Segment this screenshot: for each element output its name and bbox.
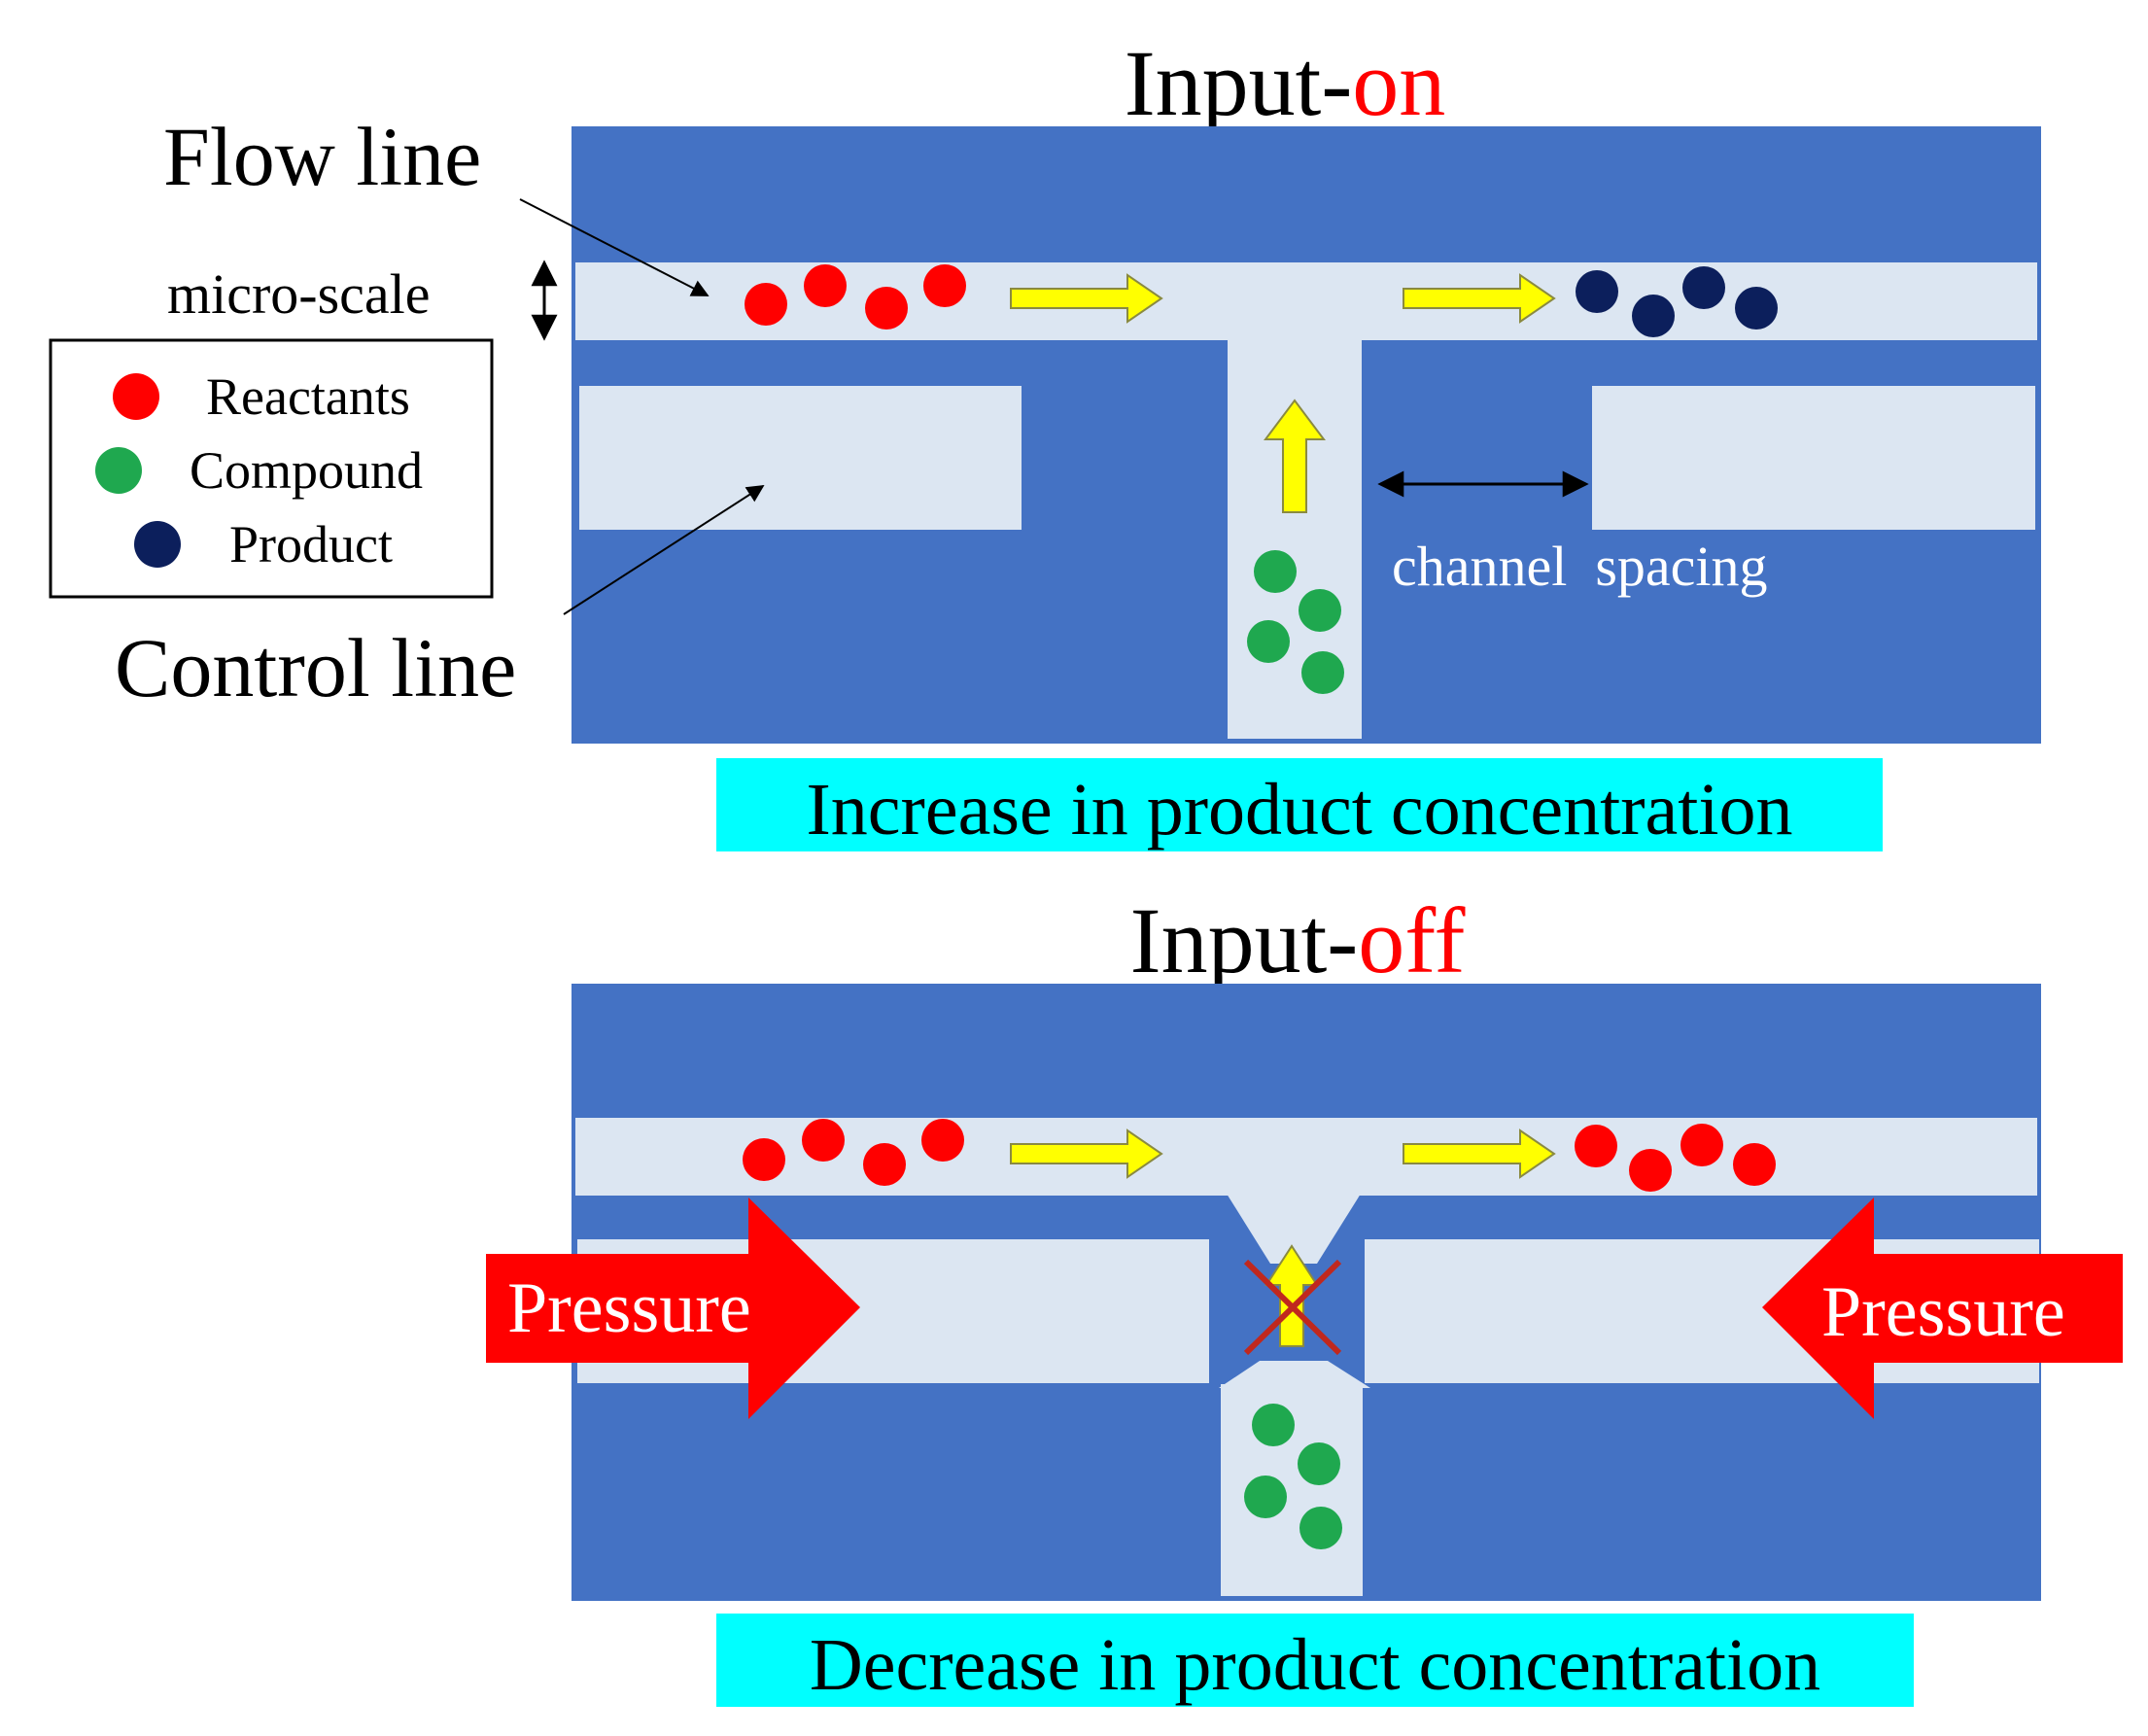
product-dot — [1632, 295, 1675, 337]
compound-dot — [1252, 1404, 1295, 1446]
product-dot — [1682, 266, 1725, 309]
reactants-bottom-out — [1575, 1124, 1776, 1192]
micro-scale-label: micro-scale — [167, 262, 431, 326]
title-input-on: Input-on — [1125, 31, 1446, 135]
flow-channel-top — [575, 262, 2037, 340]
control-line-label: Control line — [115, 621, 516, 714]
compounds-bottom — [1244, 1404, 1342, 1549]
flow-arrow-icon — [1010, 1128, 1163, 1179]
title-input-off: Input-off — [1130, 888, 1466, 992]
reactant-dot — [802, 1119, 845, 1162]
reactant-dot — [743, 1138, 785, 1181]
legend-swatch-product — [134, 521, 181, 568]
reactant-dot — [1629, 1149, 1672, 1192]
caption-bg-bottom — [716, 1614, 1914, 1707]
blocked-inlet-arrow-icon — [1265, 1244, 1319, 1347]
flow-channel-bottom — [575, 1118, 2037, 1196]
control-channel-top-right — [1592, 386, 2035, 530]
legend-label-product: Product — [229, 515, 393, 573]
reactant-dot — [804, 264, 847, 307]
channel-spacing-label: channel spacing — [1392, 535, 1768, 598]
reactant-dot — [923, 264, 966, 307]
compound-dot — [1299, 1507, 1342, 1549]
pressure-label-right: Pressure — [1821, 1272, 2065, 1352]
compound-dot — [1299, 589, 1341, 632]
flow-arrow-icon — [1010, 273, 1163, 324]
caption-decrease: Decrease in product concentration — [810, 1624, 1820, 1706]
legend-label-reactants: Reactants — [206, 367, 410, 426]
legend-swatch-compound — [95, 447, 142, 494]
legend: Reactants Compound Product — [49, 338, 494, 599]
compounds-top — [1247, 550, 1344, 694]
caption-bg-top — [716, 758, 1883, 851]
compound-dot — [1247, 620, 1290, 663]
flow-line-pointer-icon — [519, 198, 710, 296]
flow-arrow-icon — [1403, 273, 1556, 324]
compound-dot — [1298, 1442, 1340, 1485]
reactant-dot — [921, 1119, 964, 1162]
flow-line-label: Flow line — [163, 110, 481, 203]
control-line-pointer-icon — [563, 485, 765, 615]
reactant-dot — [1680, 1124, 1723, 1166]
compound-dot — [1254, 550, 1297, 593]
inlet-arrow-icon — [1264, 399, 1326, 513]
reactant-dot — [865, 287, 908, 330]
product-dot — [1576, 270, 1618, 313]
pressure-label-left: Pressure — [507, 1268, 751, 1348]
legend-label-compound: Compound — [190, 441, 423, 500]
inlet-channel-bottom-funnel — [1227, 1194, 1361, 1264]
blocked-x-icon — [1243, 1259, 1342, 1356]
reactant-dot — [745, 283, 787, 326]
reactants-bottom-in — [743, 1119, 964, 1186]
compound-dot — [1301, 651, 1344, 694]
inlet-channel-bottom-lower-funnel — [1219, 1361, 1370, 1388]
reactant-dot — [1733, 1143, 1776, 1186]
reactant-dot — [863, 1143, 906, 1186]
flow-arrow-icon — [1403, 1128, 1556, 1179]
state-off-text: off — [1358, 888, 1465, 992]
products-top — [1576, 266, 1778, 337]
product-dot — [1735, 287, 1778, 330]
legend-swatch-reactants — [113, 373, 159, 420]
compound-dot — [1244, 1476, 1287, 1518]
state-on-text: on — [1352, 31, 1445, 135]
pressure-arrow-right-icon — [1762, 1198, 2123, 1419]
reactants-top — [745, 264, 966, 330]
pressure-arrow-left-icon — [486, 1198, 860, 1419]
control-channel-top-left — [579, 386, 1022, 530]
caption-increase: Increase in product concentration — [807, 769, 1793, 851]
reactant-dot — [1575, 1125, 1617, 1167]
